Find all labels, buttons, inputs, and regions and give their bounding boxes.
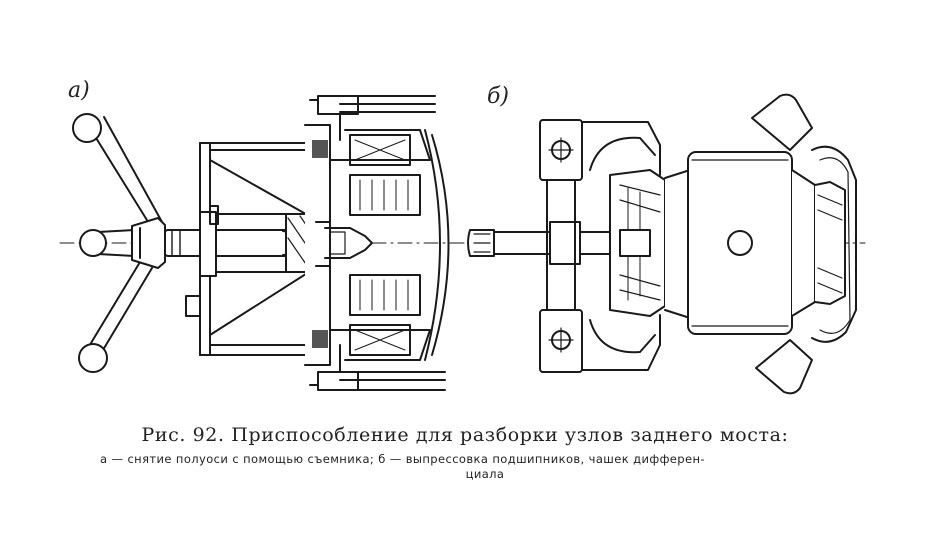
press-fork	[751, 93, 857, 395]
caption-line-1: а — снятие полуоси с помощью съемника; б…	[100, 452, 705, 466]
puller-assembly-a	[59, 95, 471, 391]
panel-label-a: а)	[68, 78, 90, 103]
caption-title: Рис. 92. Приспособление для разборки узл…	[141, 424, 789, 446]
figure-caption: Рис. 92. Приспособление для разборки узл…	[60, 424, 870, 482]
differential-bearing	[609, 169, 666, 317]
figure-illustration: а) б)	[59, 78, 866, 395]
handle-wheel	[72, 113, 166, 373]
axle-hub-housing	[304, 95, 450, 391]
press-assembly-b	[467, 93, 866, 395]
differential-housing	[664, 151, 846, 335]
caption-description: а — снятие полуоси с помощью съемника; б…	[60, 452, 870, 482]
caption-line-2: циала	[465, 467, 505, 481]
press-clamp-frame	[539, 119, 661, 373]
panel-label-b: б)	[487, 84, 510, 109]
press-screw	[467, 221, 611, 265]
technical-drawing	[59, 93, 866, 395]
